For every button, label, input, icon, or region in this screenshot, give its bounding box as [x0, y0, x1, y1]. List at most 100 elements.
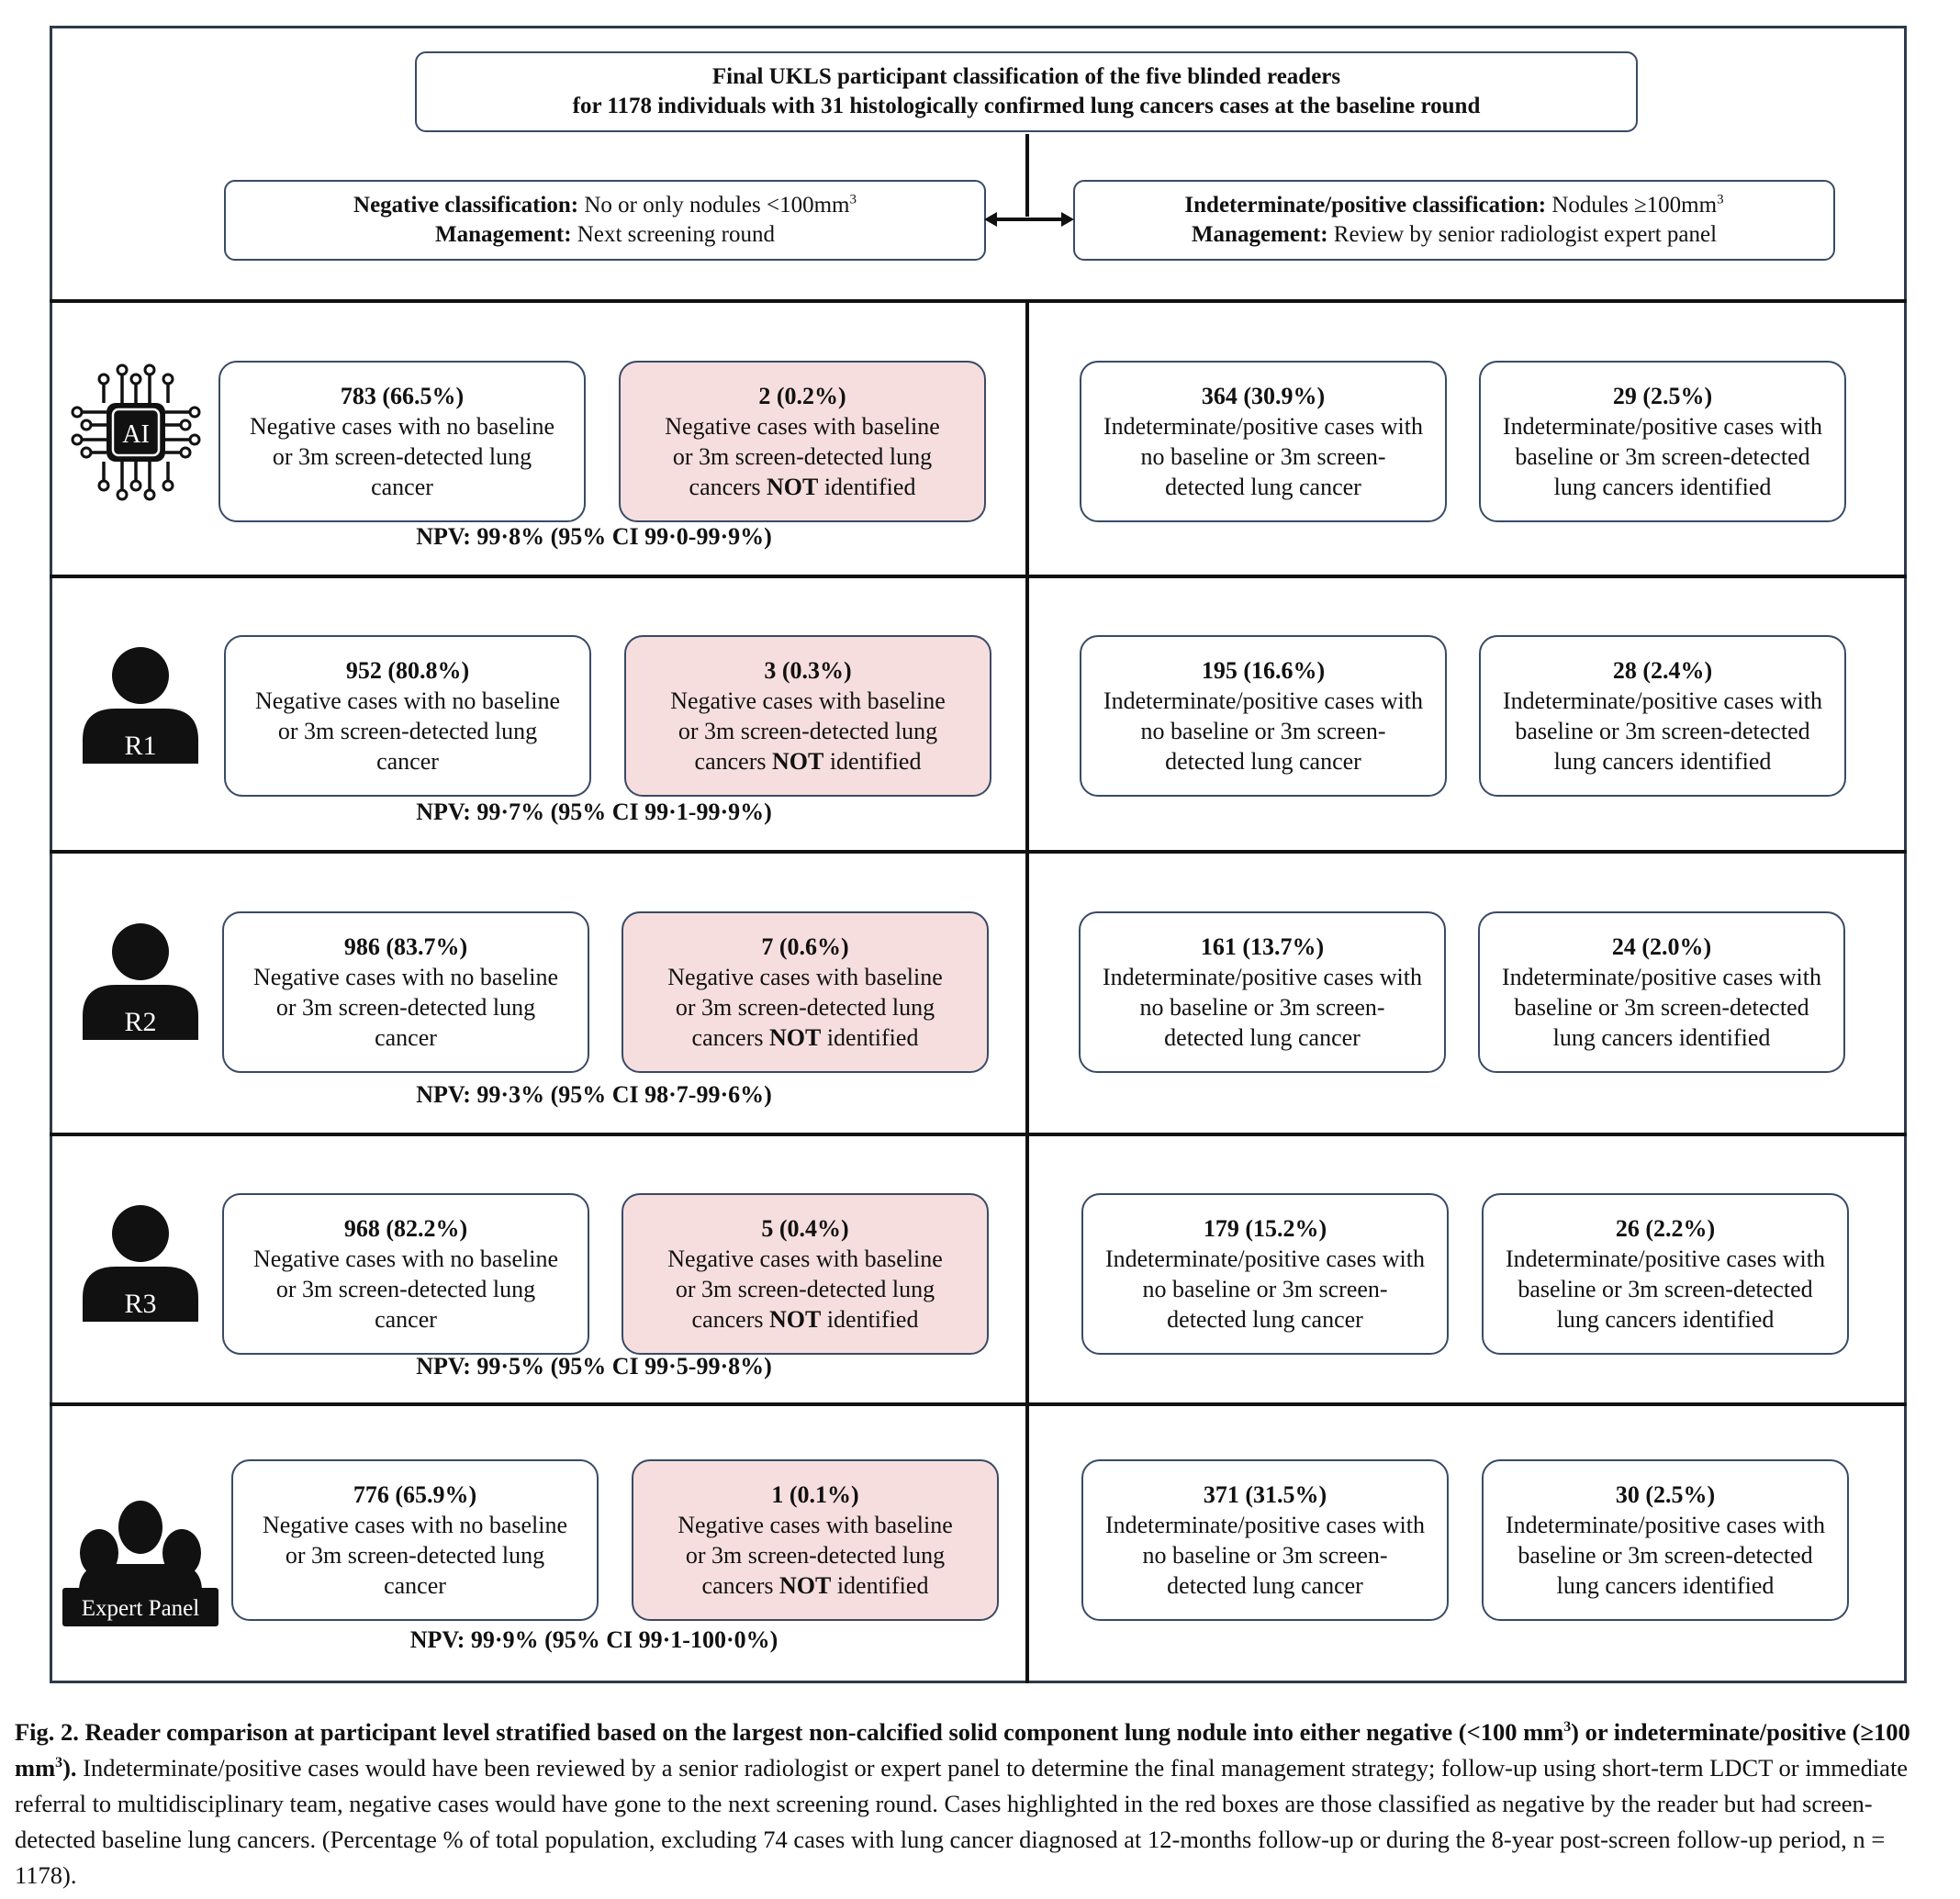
negative-no-cancer-box-count: 783 (66.5%)	[340, 383, 465, 409]
positive-identified-cancer-box-text-line: baseline or 3m screen-detected	[1515, 718, 1810, 744]
negative-no-cancer-box-text-line: cancer	[384, 1572, 446, 1599]
negative-missed-cancer-box-count: 5 (0.4%)	[761, 1215, 849, 1242]
row-divider	[50, 1133, 1907, 1136]
figure-frame	[50, 26, 1907, 1683]
positive-identified-cancer-box-text-line: lung cancers identified	[1556, 1306, 1775, 1333]
npv-value: NPV: 99·9% (95% CI 99·1-100·0%)	[409, 1626, 778, 1653]
positive-no-cancer-box-text-line: no baseline or 3m screen-	[1142, 1276, 1388, 1302]
negative-class-text: No or only nodules <100mm	[578, 193, 850, 218]
positive-class-label: Indeterminate/positive classification:	[1184, 193, 1547, 218]
positive-management-text: Review by senior radiologist expert pane…	[1327, 222, 1718, 247]
caption-text: Indeterminate/positive cases would have …	[15, 1754, 1909, 1889]
positive-no-cancer-box-text-line: Indeterminate/positive cases with	[1104, 1246, 1425, 1272]
row-divider	[50, 1402, 1907, 1406]
negative-missed-cancer-box-text-line: cancers NOT identified	[702, 1570, 929, 1601]
positive-identified-cancer-box-text-line: baseline or 3m screen-detected	[1515, 443, 1810, 470]
negative-no-cancer-box-text-line: Negative cases with no baseline	[254, 687, 561, 714]
positive-identified-cancer-box-text-line: lung cancers identified	[1553, 748, 1772, 775]
positive-identified-cancer-box-count: 24 (2.0%)	[1611, 933, 1712, 960]
negative-missed-cancer-box-count: 1 (0.1%)	[771, 1481, 859, 1508]
positive-class-text: Nodules ≥100mm	[1546, 193, 1718, 218]
negative-no-cancer-box-text-line: Negative cases with no baseline	[249, 413, 555, 440]
positive-no-cancer-box-text-line: Indeterminate/positive cases with	[1104, 1512, 1425, 1538]
negative-no-cancer-box-text-line: cancer	[371, 474, 433, 500]
positive-identified-cancer-box-text-line: lung cancers identified	[1553, 474, 1772, 500]
positive-no-cancer-box-count: 161 (13.7%)	[1200, 933, 1325, 960]
positive-no-cancer-box-text-line: no baseline or 3m screen-	[1142, 1542, 1388, 1569]
negative-no-cancer-box-text-line: Negative cases with no baseline	[252, 964, 559, 990]
negative-classification-box: Negative classification: No or only nodu…	[224, 180, 986, 261]
npv-value: NPV: 99·3% (95% CI 98·7-99·6%)	[416, 1081, 772, 1108]
negative-missed-cancer-box-text-line: Negative cases with baseline	[667, 1246, 943, 1272]
negative-missed-cancer-box-text-line: or 3m screen-detected lung	[675, 1276, 935, 1302]
negative-missed-cancer-box-count: 3 (0.3%)	[764, 657, 852, 684]
positive-identified-cancer-box: 26 (2.2%)Indeterminate/positive cases wi…	[1482, 1193, 1849, 1355]
reader-label: R2	[124, 1007, 156, 1037]
positive-identified-cancer-box-text-line: lung cancers identified	[1556, 1572, 1775, 1599]
negative-management-label: Management:	[434, 222, 572, 247]
npv-value: NPV: 99·5% (95% CI 99·5-99·8%)	[416, 1353, 772, 1380]
positive-identified-cancer-box-count: 28 (2.4%)	[1612, 657, 1713, 684]
negative-no-cancer-box-count: 776 (65.9%)	[353, 1481, 477, 1508]
negative-missed-cancer-box-count: 7 (0.6%)	[761, 933, 849, 960]
not-emphasis: NOT	[778, 1572, 832, 1599]
positive-identified-cancer-box: 29 (2.5%)Indeterminate/positive cases wi…	[1479, 361, 1846, 522]
figure-header-box: Final UKLS participant classification of…	[415, 51, 1638, 132]
npv-value: NPV: 99·7% (95% CI 99·1-99·9%)	[416, 799, 772, 825]
ai-chip-icon: AI	[71, 363, 201, 501]
positive-no-cancer-box-text-line: Indeterminate/positive cases with	[1103, 687, 1423, 714]
positive-identified-cancer-box-text-line: baseline or 3m screen-detected	[1518, 1542, 1813, 1569]
header-line-1: Final UKLS participant classification of…	[711, 64, 1341, 89]
negative-no-cancer-box-text-line: Negative cases with no baseline	[252, 1246, 559, 1272]
negative-missed-cancer-box-text-part: identified	[823, 748, 922, 775]
negative-no-cancer-box-text-line: cancer	[375, 1306, 437, 1333]
positive-identified-cancer-box-text-line: lung cancers identified	[1552, 1024, 1771, 1051]
row-divider	[50, 850, 1907, 854]
negative-no-cancer-box-text-line: or 3m screen-detected lung	[272, 443, 532, 470]
positive-no-cancer-box-text-line: no baseline or 3m screen-	[1140, 443, 1386, 470]
negative-class-sup: 3	[849, 192, 857, 207]
negative-no-cancer-box-count: 968 (82.2%)	[343, 1215, 468, 1242]
figure-caption: Fig. 2. Reader comparison at participant…	[15, 1715, 1943, 1893]
negative-no-cancer-box-text-line: cancer	[375, 1024, 437, 1051]
negative-missed-cancer-box-text-part: cancers	[694, 748, 772, 775]
positive-no-cancer-box-text-line: no baseline or 3m screen-	[1139, 994, 1385, 1021]
negative-management-text: Next screening round	[571, 222, 776, 247]
positive-no-cancer-box-text-line: detected lung cancer	[1167, 1306, 1363, 1333]
expert-panel-icon: Expert Panel	[62, 1501, 218, 1626]
positive-no-cancer-box-text-line: detected lung cancer	[1164, 1024, 1361, 1051]
negative-missed-cancer-box-text-line: Negative cases with baseline	[678, 1512, 953, 1538]
header-connector	[1025, 134, 1029, 217]
positive-identified-cancer-box-text-line: baseline or 3m screen-detected	[1518, 1276, 1813, 1302]
positive-no-cancer-box-count: 371 (31.5%)	[1203, 1481, 1327, 1508]
negative-no-cancer-box: 968 (82.2%) Negative cases with no baseli…	[222, 1193, 589, 1355]
positive-no-cancer-box-text-line: detected lung cancer	[1165, 474, 1361, 500]
negative-no-cancer-box: 952 (80.8%)Negative cases with no baseli…	[224, 635, 591, 797]
negative-missed-cancer-box-text-part: cancers	[689, 474, 767, 500]
positive-no-cancer-box-count: 179 (15.2%)	[1203, 1215, 1327, 1242]
negative-missed-cancer-box-text-line: cancers NOT identified	[692, 1304, 919, 1335]
negative-missed-cancer-box-text-part: cancers	[691, 1024, 769, 1051]
positive-no-cancer-box-text-line: detected lung cancer	[1167, 1572, 1363, 1599]
positive-no-cancer-box: 371 (31.5%) Indeterminate/positive cases …	[1081, 1459, 1449, 1621]
negative-no-cancer-box: 783 (66.5%) Negative cases with no baseli…	[218, 361, 586, 522]
negative-no-cancer-box: 776 (65.9%) Negative cases with no baseli…	[231, 1459, 599, 1621]
caption-sup-2: 3	[55, 1755, 63, 1771]
positive-identified-cancer-box-count: 30 (2.5%)	[1615, 1481, 1716, 1508]
positive-no-cancer-box: 195 (16.6%)Indeterminate/positive cases …	[1080, 635, 1447, 797]
caption-bold-d: ).	[62, 1754, 77, 1782]
negative-missed-cancer-box-text-line: Negative cases with baseline	[665, 413, 940, 440]
not-emphasis: NOT	[771, 748, 824, 775]
positive-identified-cancer-box-text-line: Indeterminate/positive cases with	[1505, 1512, 1825, 1538]
negative-no-cancer-box-text-line: Negative cases with no baseline	[262, 1512, 568, 1538]
reader-person-icon: R2	[83, 923, 198, 1040]
not-emphasis: NOT	[766, 474, 819, 500]
positive-no-cancer-box: 161 (13.7%)Indeterminate/positive cases …	[1079, 911, 1446, 1073]
negative-missed-cancer-box-text-part: cancers	[701, 1572, 779, 1599]
positive-no-cancer-box: 364 (30.9%)Indeterminate/positive cases …	[1080, 361, 1447, 522]
positive-no-cancer-box-text-line: no baseline or 3m screen-	[1140, 718, 1386, 744]
caption-bold-b: )	[1571, 1718, 1579, 1746]
positive-no-cancer-box-text-line: Indeterminate/positive cases with	[1103, 413, 1423, 440]
